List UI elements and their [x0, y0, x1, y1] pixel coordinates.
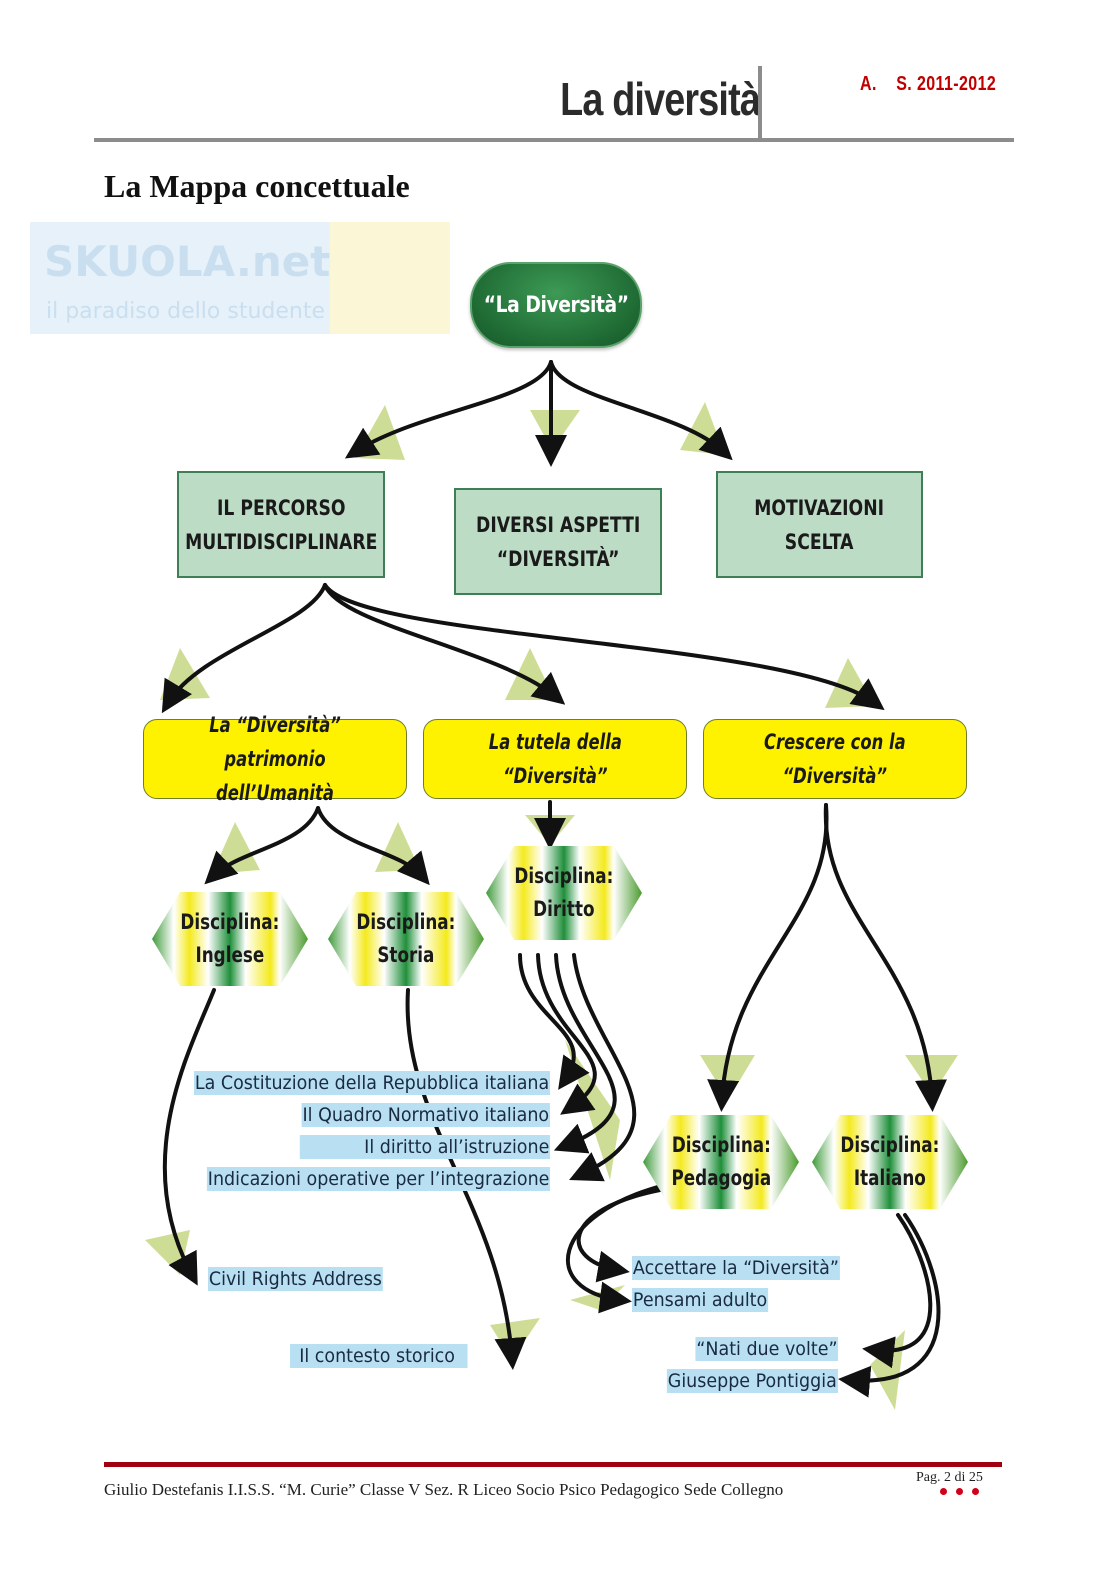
topic-label: La Costituzione della Repubblica italian… [193, 1071, 550, 1095]
arrow-patrimonio-to-inglese [204, 806, 320, 885]
arrow-inglese-to-civil-rights [162, 988, 216, 1286]
node-label: MOTIVAZIONI SCELTA [754, 495, 885, 554]
node-label: Disciplina: Pedagogia [671, 1133, 771, 1190]
topic-label: Pensami adulto [632, 1288, 769, 1312]
node-patrimonio-umanita: La “Diversità” patrimonio dell’Umanità [143, 713, 407, 805]
arrow-percorso-to-crescere [323, 583, 885, 711]
arrow-crescere-to-pedagogia [707, 803, 829, 1112]
arrow-pedagogia-to-pensami [566, 1183, 667, 1314]
arrow-percorso-to-patrimonio [161, 583, 327, 714]
footer-text: Giulio Destefanis I.I.S.S. “M. Curie” Cl… [104, 1480, 784, 1499]
arrow-diritto-to-indicazioni [569, 953, 637, 1182]
topic-diritto-istruzione: Il diritto all’istruzione [278, 1135, 550, 1159]
node-disciplina-storia: Disciplina: Storia [328, 892, 484, 986]
node-disciplina-pedagogia: Disciplina: Pedagogia [643, 1115, 799, 1209]
topic-label: Civil Rights Address [208, 1267, 383, 1291]
arrow-diritto-to-istruzione [553, 953, 617, 1154]
topic-giuseppe-pontiggia: Giuseppe Pontiggia [652, 1369, 838, 1393]
node-label: Crescere con la “Diversità” [764, 730, 906, 788]
document-title: La diversità [560, 73, 761, 125]
section-title: La Mappa concettuale [104, 168, 410, 204]
node-label: Disciplina: Storia [356, 910, 456, 967]
node-tutela-diversita: La tutela della “Diversità” [423, 719, 687, 799]
topic-label: Il contesto storico [290, 1344, 468, 1368]
topic-quadro-normativo: Il Quadro Normativo italiano [280, 1103, 550, 1127]
arrow-diritto-to-quadro [536, 953, 597, 1115]
arrow-shadow [530, 410, 580, 450]
arrow-shadow [160, 648, 210, 700]
header-divider [758, 66, 762, 140]
page-number: Pag. 2 di 25 [916, 1470, 983, 1485]
node-disciplina-inglese: Disciplina: Inglese [152, 892, 308, 986]
node-label: Disciplina: Italiano [840, 1133, 940, 1190]
node-label: La “Diversità” patrimonio dell’Umanità [209, 713, 341, 805]
root-node-label: “La Diversità” [483, 292, 629, 318]
node-percorso-multidisciplinare: IL PERCORSO MULTIDISCIPLINARE [177, 471, 385, 578]
node-label: IL PERCORSO MULTIDISCIPLINARE [184, 495, 378, 554]
arrow-crescere-to-italiano [823, 803, 947, 1112]
arrow-diritto-to-costituzione [518, 953, 590, 1090]
topic-pensami-adulto: Pensami adulto [632, 1288, 780, 1312]
node-label: Disciplina: Diritto [514, 864, 614, 921]
arrow-italiano-to-pontiggia [838, 1213, 941, 1398]
arrow-patrimonio-to-storia [316, 806, 430, 886]
topic-nati-due-volte: “Nati due volte” [683, 1337, 838, 1361]
arrow-root-to-motivazioni [549, 360, 733, 461]
school-year: A. S. 2011-2012 [860, 73, 996, 96]
node-diversi-aspetti: DIVERSI ASPETTI “DIVERSITÀ” [454, 488, 662, 595]
arrow-shadow [570, 1285, 625, 1310]
arrow-shadow [700, 1055, 755, 1100]
topic-label: “Nati due volte” [694, 1337, 838, 1361]
node-disciplina-diritto: Disciplina: Diritto [486, 846, 642, 940]
topic-label: Accettare la “Diversità” [632, 1256, 840, 1280]
topic-contesto-storico: Il contesto storico [290, 1344, 483, 1368]
footer-rule [104, 1462, 1002, 1467]
arrow-root-to-percorso [344, 360, 553, 459]
topic-civil-rights-address: Civil Rights Address [208, 1267, 398, 1291]
node-disciplina-italiano: Disciplina: Italiano [812, 1115, 968, 1209]
node-label: La tutela della “Diversità” [488, 730, 622, 788]
node-motivazioni-scelta: MOTIVAZIONI SCELTA [716, 471, 923, 578]
arrow-shadow [870, 1330, 905, 1410]
node-label: Disciplina: Inglese [180, 910, 280, 967]
arrow-italiano-to-nati [862, 1213, 933, 1369]
footer-dots-icon [940, 1488, 979, 1495]
arrow-shadow [212, 822, 260, 874]
node-crescere-diversita: Crescere con la “Diversità” [703, 719, 967, 799]
topic-label: Indicazioni operative per l’integrazione [206, 1167, 550, 1191]
node-label: DIVERSI ASPETTI “DIVERSITÀ” [475, 512, 641, 571]
arrow-shadow [490, 1318, 540, 1360]
topic-label: Il Quadro Normativo italiano [301, 1103, 550, 1127]
school-year-prefix: A. [860, 73, 877, 95]
school-year-value: S. 2011-2012 [896, 73, 997, 95]
arrow-shadow [375, 822, 420, 872]
arrow-storia-to-contesto [405, 988, 527, 1370]
header-rule [94, 138, 1014, 142]
arrow-lines [161, 360, 947, 1398]
topic-label: Il diritto all’istruzione [299, 1135, 550, 1159]
topic-accettare-diversita: Accettare la “Diversità” [632, 1256, 858, 1280]
topic-label: Giuseppe Pontiggia [667, 1369, 838, 1393]
arrow-percorso-to-tutela [323, 583, 566, 705]
topic-costituzione: La Costituzione della Repubblica italian… [163, 1071, 550, 1095]
topic-indicazioni-operative: Indicazioni operative per l’integrazione [177, 1167, 550, 1191]
root-node: “La Diversità” [470, 262, 642, 348]
